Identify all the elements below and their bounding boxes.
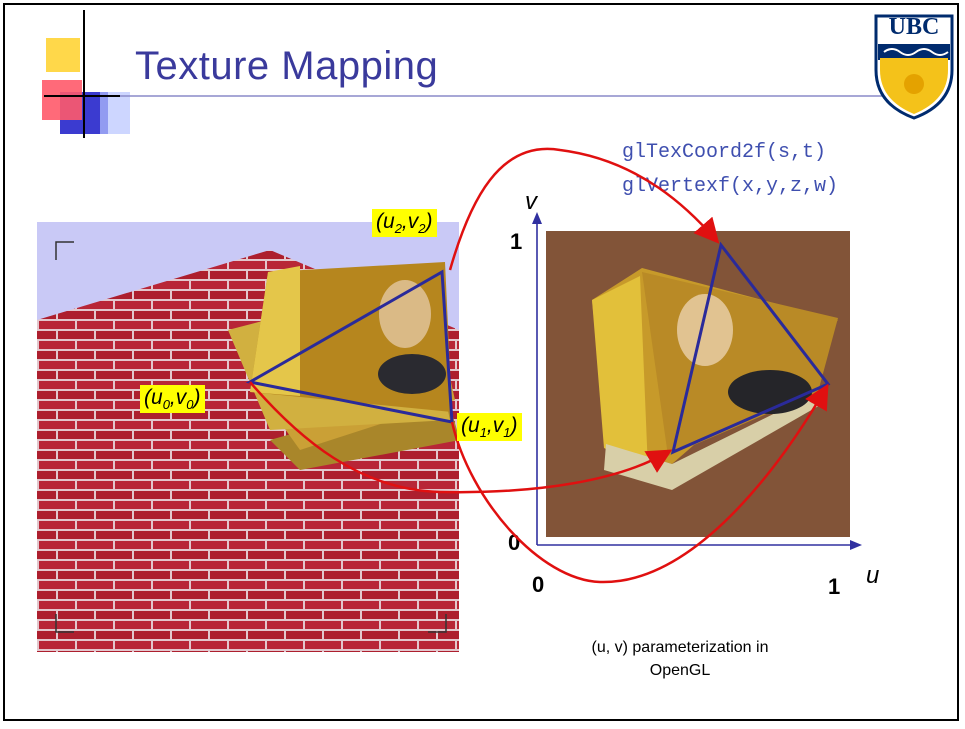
caption-line1: (u, v) parameterization in (591, 639, 769, 656)
label-u2v2: (u2,v2) (372, 209, 437, 238)
light-blue-square (100, 92, 130, 134)
u-one-label: 1 (828, 574, 841, 599)
u-axis-label: u (866, 562, 880, 589)
arrow-v2 (448, 147, 720, 271)
v-one-label: 1 (510, 229, 523, 254)
book-stack (228, 262, 460, 470)
u-zero-label: 0 (532, 572, 545, 597)
v-axis-label: v (525, 188, 537, 215)
scene-triangle (245, 269, 454, 424)
caption: (u, v) parameterization in OpenGL (530, 636, 830, 682)
code-vertex: glVertexf(x,y,z,w) (622, 175, 839, 198)
label-u1v1: (u1,v1) (457, 413, 522, 442)
ubc-logo-text: UBC (888, 14, 940, 40)
texture-triangle (670, 241, 831, 455)
red-square (42, 80, 82, 120)
arrow-v1 (450, 383, 829, 584)
slide-title: Texture Mapping (135, 44, 439, 88)
arrow-v0 (249, 381, 673, 494)
label-u0v0: (u0,v0) (140, 385, 205, 414)
code-texcoord: glTexCoord2f(s,t) (622, 141, 827, 164)
caption-line2: OpenGL (649, 662, 711, 679)
yellow-square (46, 38, 80, 72)
